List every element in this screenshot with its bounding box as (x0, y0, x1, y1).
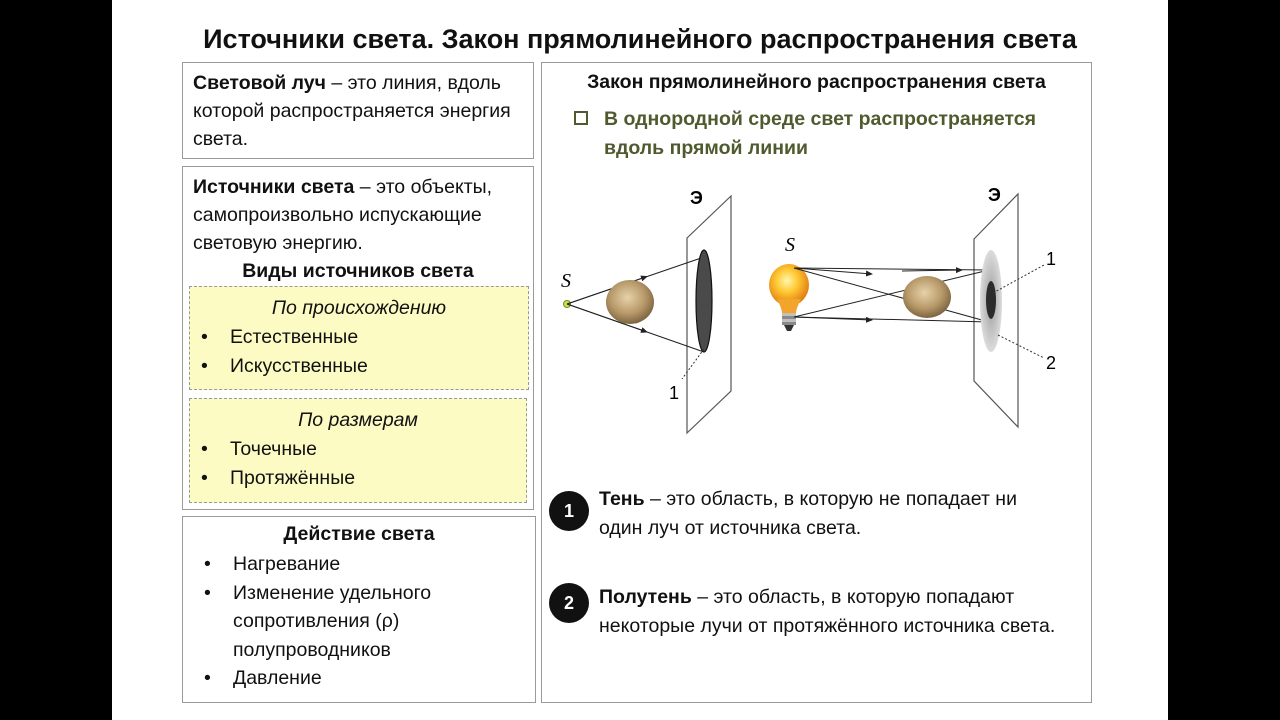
obstacle-left (606, 280, 654, 324)
origin-list: Естественные Искусственные (190, 323, 528, 380)
action-list: Нагревание Изменение удельного сопротивл… (193, 550, 525, 693)
obstacle-right (903, 276, 951, 318)
shadow-term: Тень (599, 488, 645, 510)
origin-heading: По происхождению (271, 297, 447, 319)
slide: Источники света. Закон прямолинейного ра… (112, 0, 1168, 720)
screen-label-right: Э (988, 185, 1001, 205)
label-2-right: 2 (1046, 353, 1056, 373)
sources-definition-text: – это объекты, самопроизвольно испускающ… (193, 176, 493, 254)
action-box: Действие света Нагревание Изменение удел… (182, 516, 536, 703)
source-label-left: S (561, 270, 571, 292)
list-item: Естественные (190, 323, 528, 352)
origin-box: По происхождению Естественные Искусствен… (189, 286, 529, 390)
bulb-icon (769, 264, 809, 331)
list-item: Изменение удельного сопротивления (ρ) по… (193, 579, 525, 665)
ray-definition: Световой луч – это линия, вдоль которой … (193, 69, 523, 153)
penumbra-definition-text: – это область, в которую попадают некото… (599, 586, 1056, 637)
law-heading: Закон прямолинейного распространения све… (587, 71, 1046, 93)
list-item: Искусственные (190, 352, 528, 381)
law-panel: Закон прямолинейного распространения све… (541, 62, 1092, 703)
size-list: Точечные Протяжённые (190, 435, 526, 492)
shadow-left (695, 249, 713, 353)
list-item: Протяжённые (190, 464, 526, 493)
ray-definition-box: Световой луч – это линия, вдоль которой … (182, 62, 534, 159)
ray-definition-text: – это линия, вдоль которой распространяе… (193, 72, 511, 150)
sources-term: Источники света (193, 176, 355, 198)
checkbox-bullet-icon (574, 111, 588, 125)
penumbra-definition: Полутень – это область, в которую попада… (599, 583, 1069, 641)
source-label-right: S (785, 234, 795, 256)
action-heading: Действие света (283, 523, 435, 545)
label-1-right: 1 (1046, 249, 1056, 269)
label-1-left: 1 (669, 383, 679, 403)
types-heading: Виды источников света (242, 260, 474, 282)
sources-box: Источники света – это объекты, самопроиз… (182, 166, 534, 510)
number-badge-2: 2 (549, 583, 589, 623)
number-badge-1: 1 (549, 491, 589, 531)
law-text: В однородной среде свет распространяется… (604, 108, 1036, 159)
page-title: Источники света. Закон прямолинейного ра… (203, 24, 1077, 54)
shadow-definition: Тень – это область, в которую не попадае… (599, 485, 1059, 543)
list-item: Давление (193, 664, 525, 693)
sources-definition: Источники света – это объекты, самопроиз… (193, 173, 523, 257)
list-item: Точечные (190, 435, 526, 464)
size-heading: По размерам (298, 409, 418, 431)
penumbra-term: Полутень (599, 586, 692, 608)
screen-label-left: Э (690, 188, 703, 208)
umbra (986, 281, 996, 319)
shadow-diagram: Э S 1 Э S (561, 185, 1056, 435)
list-item: Нагревание (193, 550, 525, 579)
ray-term: Световой луч (193, 72, 326, 94)
size-box: По размерам Точечные Протяжённые (189, 398, 527, 503)
shadow-definition-text: – это область, в которую не попадает ни … (599, 488, 1017, 539)
